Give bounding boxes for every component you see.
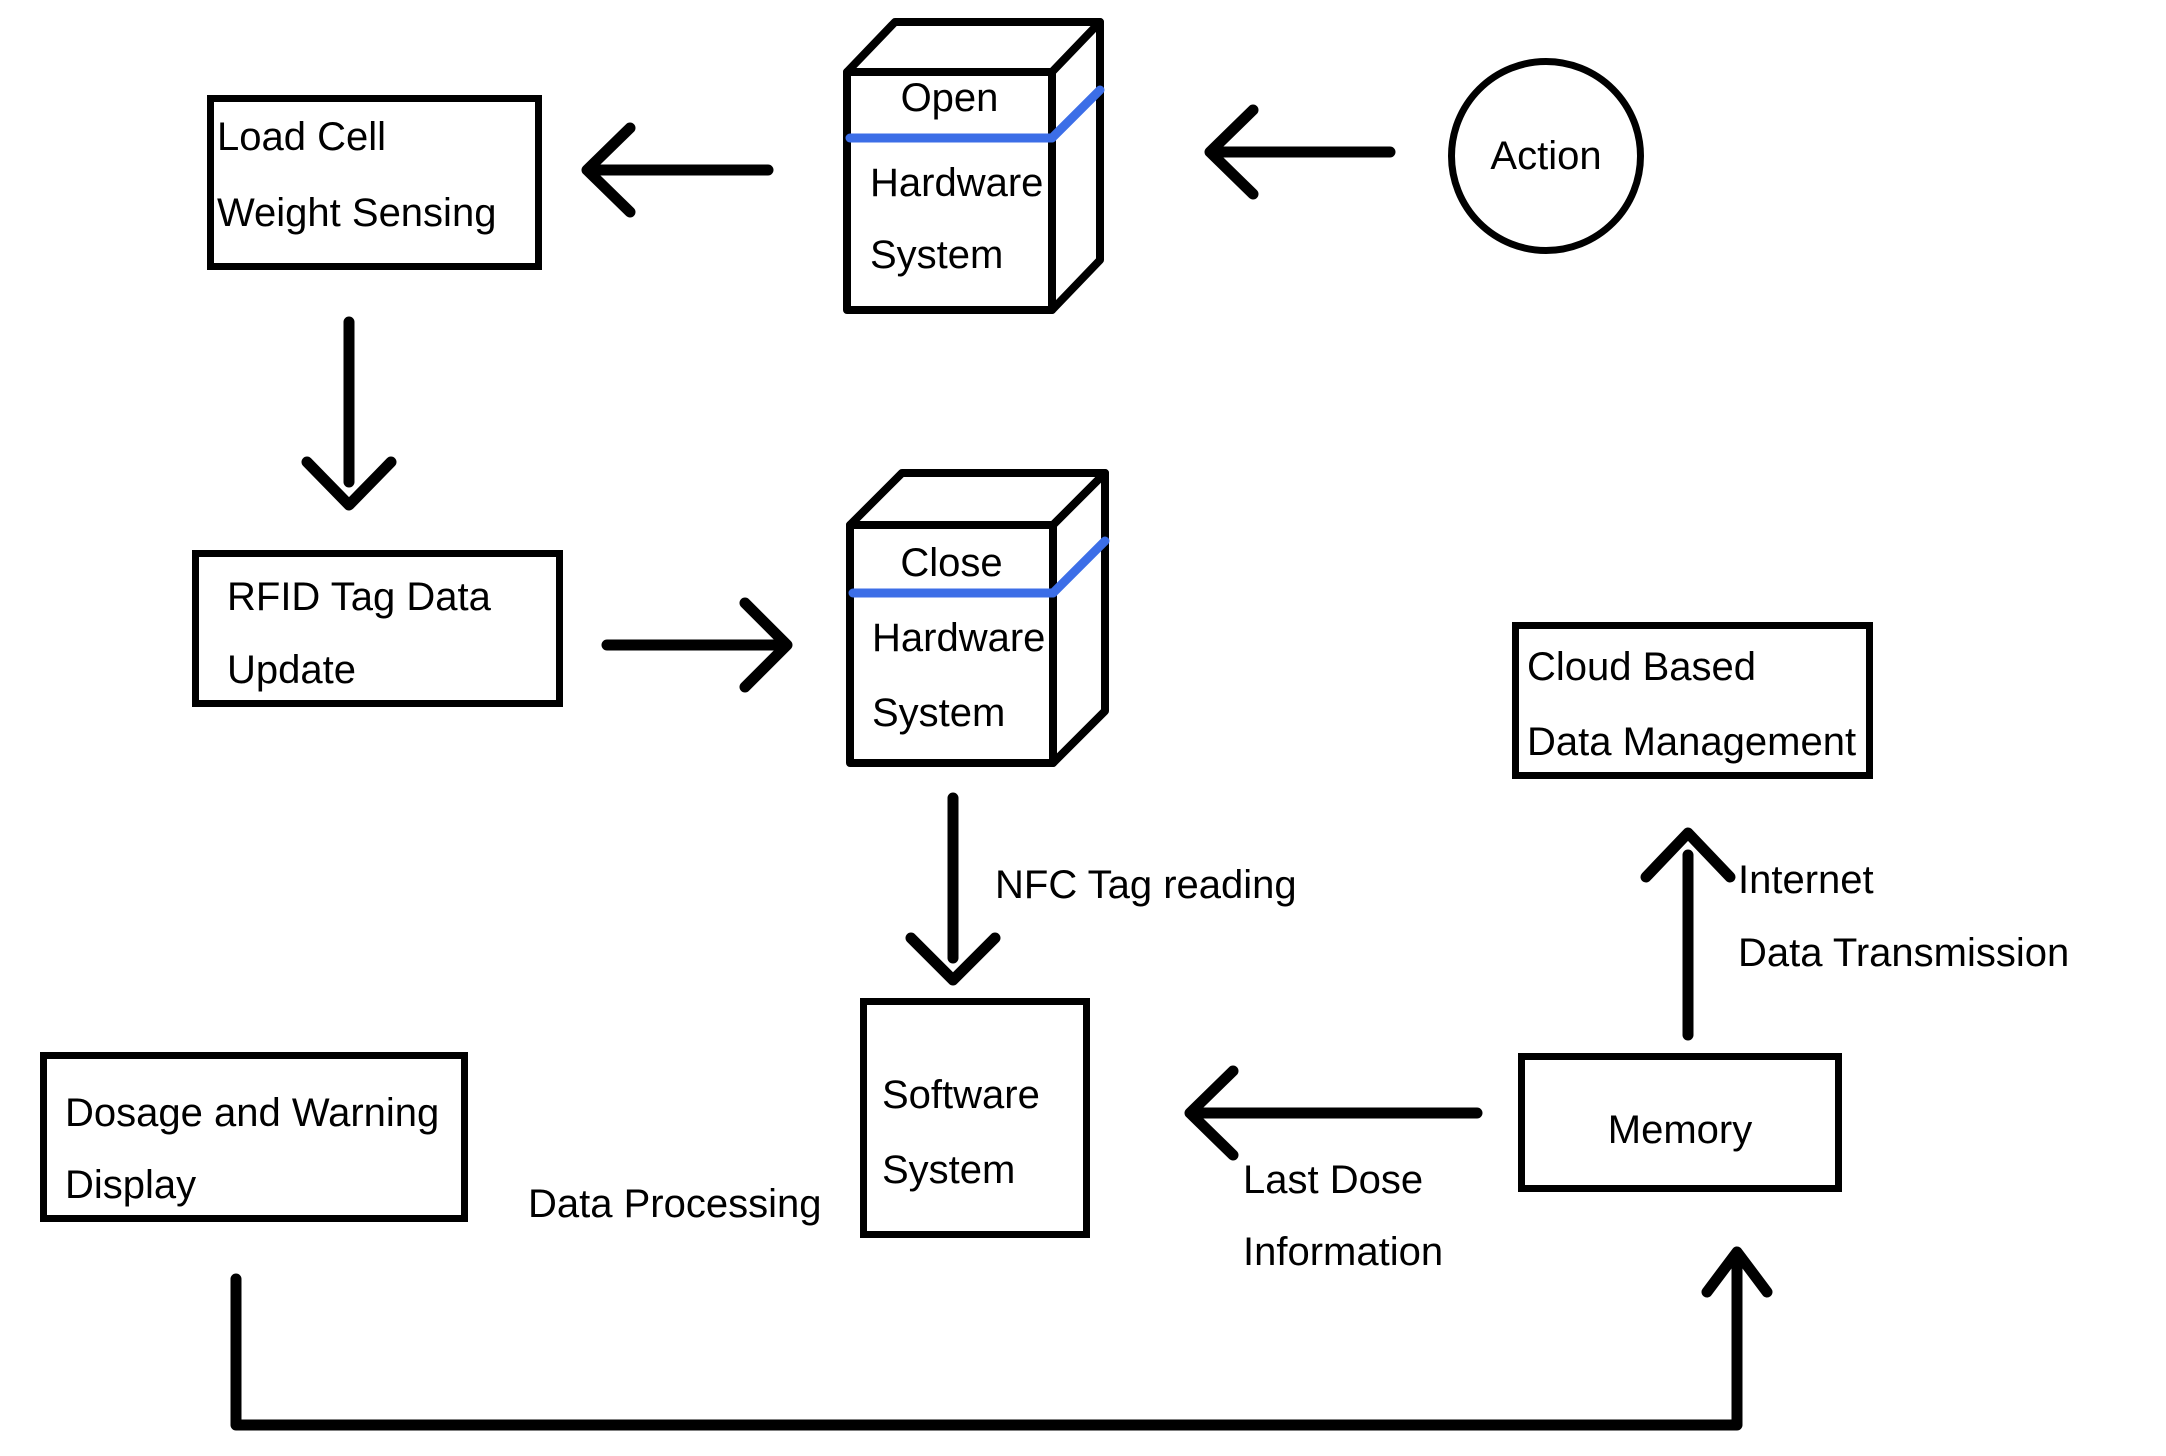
- blue-band-side: [1048, 536, 1110, 598]
- edge-label-internet-line1: Internet: [1738, 858, 1874, 902]
- open-hardware-label-line2: System: [870, 233, 1004, 277]
- edge-label-last-dose-line2: Information: [1243, 1230, 1444, 1274]
- edge-label-data-processing: Data Processing: [528, 1182, 822, 1226]
- cuboid-front-face: [843, 68, 1056, 314]
- software-label-line1: Software: [882, 1073, 1040, 1117]
- memory-label: Memory: [1607, 1108, 1753, 1152]
- node-load-cell: [207, 95, 542, 270]
- node-cloud: [1512, 622, 1873, 779]
- open-hardware-label-line1: Hardware: [870, 161, 1044, 205]
- rfid-label-line1: RFID Tag Data: [227, 575, 491, 619]
- open-hardware-blue-band: [845, 85, 1105, 143]
- cuboid-front-face: [846, 521, 1057, 767]
- cloud-label-line1: Cloud Based: [1527, 645, 1757, 689]
- load-cell-label-line2: Weight Sensing: [217, 191, 497, 235]
- edge-label-nfc-tag-reading: NFC Tag reading: [995, 863, 1297, 907]
- action-label: Action: [1490, 134, 1602, 178]
- node-software-system: [860, 998, 1090, 1238]
- arrow-open-hardware-to-load-cell: [581, 122, 774, 218]
- arrow-memory-to-software: [1184, 1065, 1483, 1161]
- rfid-label-line2: Update: [227, 648, 356, 692]
- arrow-rfid-to-close-hardware: [601, 597, 793, 693]
- blue-band-side: [1047, 85, 1105, 143]
- dosage-label-line2: Display: [65, 1163, 197, 1207]
- node-dosage-display: [40, 1052, 468, 1222]
- arrow-load-cell-to-rfid: [301, 316, 397, 511]
- open-hardware-state-label: Open: [900, 76, 999, 120]
- arrow-action-to-open-hardware: [1204, 104, 1396, 200]
- edge-label-last-dose-line1: Last Dose: [1243, 1158, 1424, 1202]
- close-hardware-cuboid: [846, 469, 1109, 767]
- cuboid-right-face: [1049, 469, 1109, 767]
- cuboid-right-face: [1048, 18, 1104, 314]
- arrow-dosage-to-memory: [230, 1246, 1773, 1431]
- arrow-memory-to-cloud: [1640, 827, 1736, 1041]
- open-hardware-cuboid: [843, 18, 1104, 314]
- node-action: Action: [1448, 58, 1644, 254]
- close-hardware-blue-band: [848, 536, 1110, 598]
- software-label-line2: System: [882, 1148, 1016, 1192]
- node-rfid: [192, 550, 563, 707]
- edge-label-internet-line2: Data Transmission: [1738, 931, 2070, 975]
- dosage-label-line1: Dosage and Warning: [65, 1091, 440, 1135]
- arrows: [230, 104, 1773, 1431]
- cloud-label-line2: Data Management: [1527, 720, 1857, 764]
- load-cell-label-line1: Load Cell: [217, 115, 387, 159]
- close-hardware-label-line2: System: [872, 691, 1006, 735]
- close-hardware-state-label: Close: [900, 541, 1003, 585]
- close-hardware-label-line1: Hardware: [872, 616, 1046, 660]
- node-memory: [1518, 1053, 1842, 1192]
- arrow-close-hardware-to-software: [905, 792, 1001, 986]
